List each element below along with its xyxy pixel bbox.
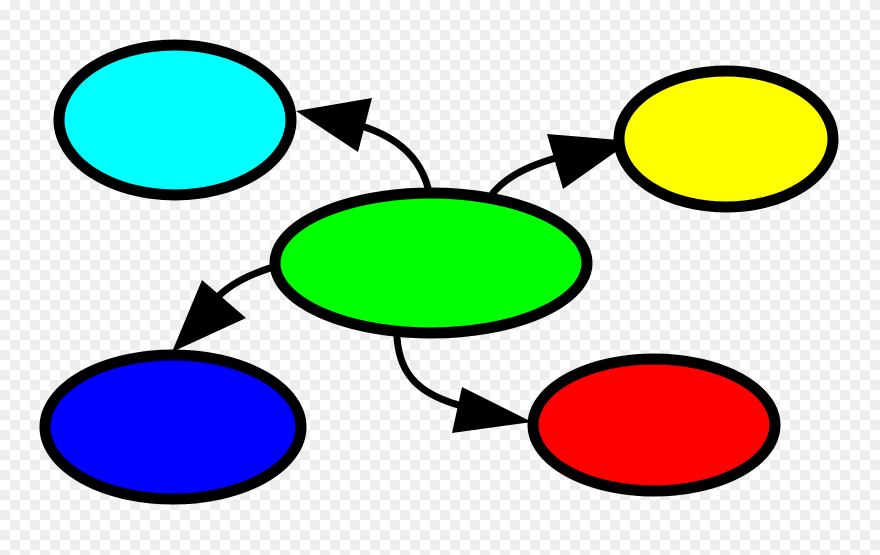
node-bottom-left bbox=[39, 349, 307, 505]
node-top-left bbox=[53, 39, 297, 201]
node-center bbox=[269, 187, 593, 339]
arrowhead-bottom-left bbox=[172, 280, 246, 352]
connectors bbox=[172, 98, 631, 433]
nodes bbox=[39, 39, 839, 505]
node-bottom-right bbox=[527, 353, 781, 497]
arrowhead-top-right bbox=[547, 134, 631, 189]
arrowhead-bottom-right bbox=[452, 387, 532, 433]
arrowhead-top-left bbox=[296, 98, 372, 152]
node-top-right bbox=[613, 65, 839, 213]
